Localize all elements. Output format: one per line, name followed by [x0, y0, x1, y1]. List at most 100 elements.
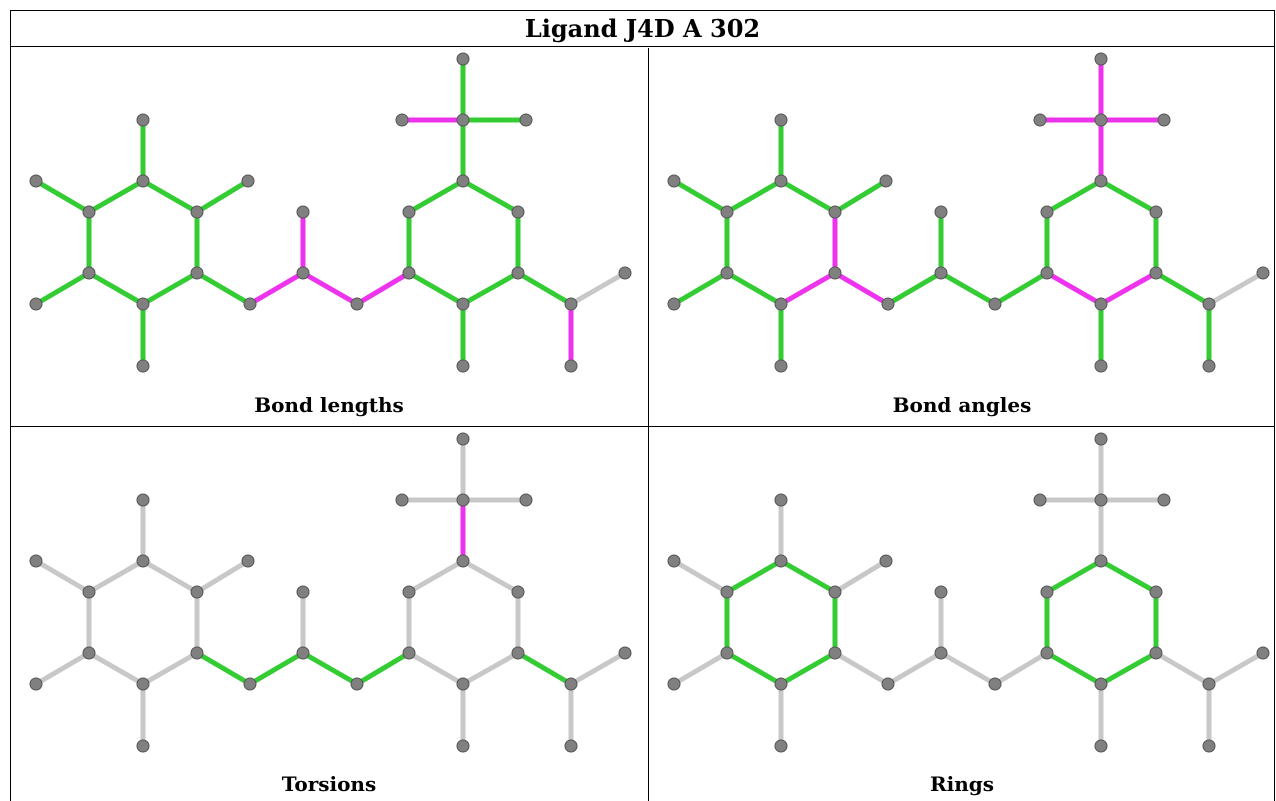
atom-c6: [402, 585, 416, 599]
atom-c2: [395, 493, 409, 507]
bond-b2-b3: [300, 270, 360, 307]
atom-c4: [519, 493, 533, 507]
atom-c14: [1202, 739, 1216, 753]
atom-c7: [1149, 585, 1163, 599]
bond-a3-a6: [778, 178, 838, 215]
bond-c9-c10: [1098, 270, 1159, 307]
atom-c3: [1094, 113, 1108, 127]
atom-a9: [29, 677, 43, 691]
bond-c9-c12: [1153, 650, 1212, 687]
atom-c5: [1094, 554, 1108, 568]
bond-c5-c6: [1044, 178, 1104, 215]
caption-rings: Rings: [929, 772, 994, 796]
atom-a6: [828, 205, 842, 219]
bond-a8-a12: [832, 270, 891, 307]
figure-title: Ligand J4D A 302: [524, 13, 761, 43]
atom-c12: [564, 677, 578, 691]
bond-a3-a5: [86, 558, 146, 595]
atom-a9: [667, 297, 681, 311]
bond-a3-a6: [140, 178, 200, 215]
atom-c9: [511, 646, 525, 660]
bond-c9-c10: [460, 270, 521, 307]
atom-a2: [667, 174, 681, 188]
atom-c8: [402, 266, 416, 280]
atom-c14: [564, 359, 578, 373]
atom-a2: [29, 174, 43, 188]
atom-a10: [774, 677, 788, 691]
bond-a3-a5: [724, 178, 784, 215]
molecule-diagram-rings: [667, 432, 1270, 753]
caption-torsions: Torsions: [281, 772, 377, 796]
bond-a7-a10: [724, 270, 784, 307]
atom-a3: [774, 174, 788, 188]
atom-a6: [190, 205, 204, 219]
bond-c8-c10: [406, 650, 466, 687]
bond-c8-c10: [406, 270, 466, 307]
atom-c13: [1256, 266, 1270, 280]
atom-a11: [774, 359, 788, 373]
bond-a7-a9: [33, 650, 92, 687]
bond-c12-c13: [568, 650, 628, 687]
atom-c10: [1094, 677, 1108, 691]
panel-bond-lengths: Bond lengths: [10, 47, 648, 426]
bond-a2-a5: [671, 178, 730, 215]
atom-c2: [1033, 113, 1047, 127]
bond-a12-b2: [885, 650, 944, 687]
bond-c9-c12: [1153, 270, 1212, 307]
atom-b2: [296, 646, 310, 660]
bond-a3-a6: [140, 558, 200, 595]
atom-a12: [881, 297, 895, 311]
atom-b3: [350, 677, 364, 691]
bond-a8-a10: [778, 270, 838, 307]
bond-a7-a10: [86, 650, 146, 687]
bond-b2-b3: [938, 270, 998, 307]
bond-c5-c7: [1098, 558, 1159, 595]
atom-a8: [828, 266, 842, 280]
bond-a12-b2: [247, 650, 306, 687]
atom-c11: [1094, 739, 1108, 753]
bond-a7-a10: [724, 650, 784, 687]
atom-b2: [934, 266, 948, 280]
bond-b3-c8: [354, 650, 412, 687]
atom-a4: [879, 554, 893, 568]
atom-b1: [296, 205, 310, 219]
atom-a7: [720, 266, 734, 280]
atom-c1: [456, 432, 470, 446]
bond-b3-c8: [992, 650, 1050, 687]
atom-c11: [456, 739, 470, 753]
atom-c1: [456, 52, 470, 66]
panel-divider-vertical: [648, 48, 649, 801]
bond-a8-a12: [832, 650, 891, 687]
atom-c8: [1040, 266, 1054, 280]
atom-c4: [519, 113, 533, 127]
atom-b2: [934, 646, 948, 660]
atom-c12: [564, 297, 578, 311]
atom-c2: [1033, 493, 1047, 507]
bond-c9-c12: [515, 650, 574, 687]
atom-c14: [1202, 359, 1216, 373]
atom-a8: [190, 646, 204, 660]
atom-a5: [720, 205, 734, 219]
atom-a12: [243, 677, 257, 691]
atom-a3: [136, 554, 150, 568]
bond-a4-a6: [832, 558, 889, 595]
atom-a1: [774, 113, 788, 127]
atom-a9: [29, 297, 43, 311]
atom-a3: [774, 554, 788, 568]
atom-a1: [136, 113, 150, 127]
atom-c4: [1157, 493, 1171, 507]
bond-a8-a10: [140, 650, 200, 687]
atom-b1: [934, 205, 948, 219]
atom-a7: [82, 646, 96, 660]
bond-a7-a9: [671, 270, 730, 307]
bond-a2-a5: [33, 558, 92, 595]
atom-a1: [774, 493, 788, 507]
atom-c11: [456, 359, 470, 373]
atom-c3: [456, 113, 470, 127]
atom-a7: [720, 646, 734, 660]
atom-c10: [1094, 297, 1108, 311]
atom-a2: [29, 554, 43, 568]
atom-a12: [881, 677, 895, 691]
atom-c14: [564, 739, 578, 753]
atom-c7: [511, 585, 525, 599]
